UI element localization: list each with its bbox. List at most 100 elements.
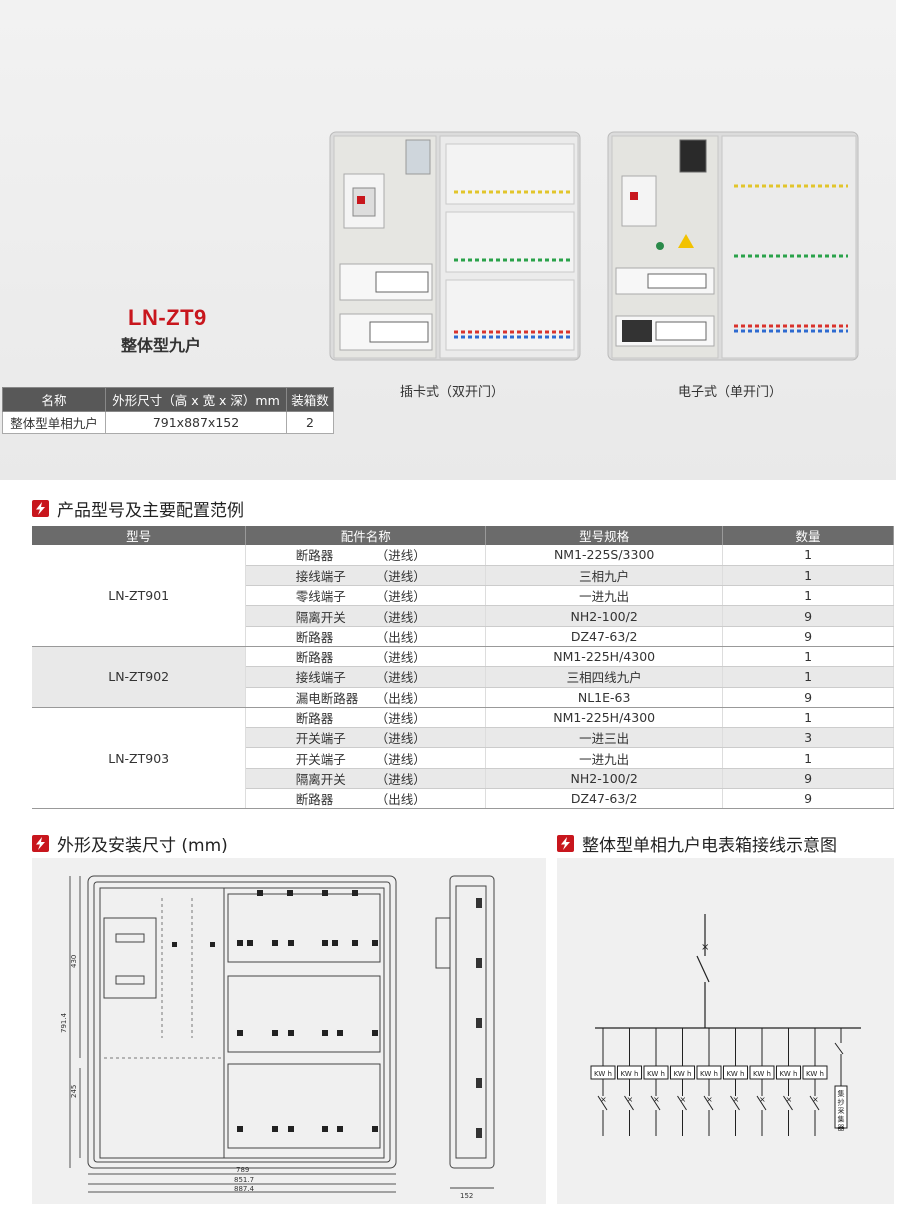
spec-cell: 三相九户 [485,565,724,587]
spec-cell: DZ47-63/2 [485,788,724,810]
spec-cell: 一进九出 [485,747,724,769]
meter-label: KW h [594,1070,612,1078]
part-name: 开关端子 [295,731,346,747]
part-dir: （进线） [375,711,426,727]
part-name: 断路器 [295,711,334,727]
qty-cell: 9 [722,768,894,790]
spec-cell: 三相四线九户 [485,666,724,688]
part-name: 零线端子 [295,589,346,605]
qty-cell: 3 [722,727,894,749]
part-dir: （进线） [375,771,426,787]
collector-label-char: 集 [838,1089,845,1098]
model-subtitle: 整体型九户 [121,336,202,355]
part-dir: （进线） [375,568,426,584]
section-dimensions-heading: 外形及安装尺寸 (mm) [32,831,228,856]
part-dir: （进线） [375,751,426,767]
spec-cell: 2 [286,411,334,434]
collector-box [834,1085,848,1129]
part-name: 隔离开关 [295,771,346,787]
qty-cell: 9 [722,788,894,810]
part-dir: （进线） [375,589,426,605]
qty-cell: 9 [722,687,894,708]
part-dir: （进线） [375,670,426,686]
breaker-mark: × [701,942,709,953]
qty-cell: 9 [722,626,894,647]
qty-cell: 1 [722,545,894,566]
config-header: 数量 [722,526,894,545]
qty-cell: 1 [722,747,894,769]
spec-cell: NL1E-63 [485,687,724,708]
spec-cell: NH2-100/2 [485,768,724,790]
branch-switch [756,1095,767,1111]
breaker-mark: × [653,1095,660,1104]
collector-switch [834,1042,844,1055]
lightning-icon [32,835,49,852]
part-name: 断路器 [295,650,334,666]
model-cell: LN-ZT901 [32,545,247,647]
breaker-mark: × [627,1095,634,1104]
config-header: 型号规格 [485,526,724,545]
wiring-diagram: ×KW h×KW h×KW h×KW h×KW h×KW h×KW h×KW h… [590,914,861,1136]
breaker-mark: × [733,1095,740,1104]
spec-cell: 一进三出 [485,727,724,749]
product-image-single-door [607,131,859,361]
part-name: 开关端子 [295,751,346,767]
qty-cell: 9 [722,605,894,627]
part-name: 漏电断路器 [295,690,359,706]
meter-label: KW h [674,1070,692,1078]
branch-switch [730,1095,740,1111]
spec-cell: NH2-100/2 [485,605,724,627]
model-title: LN-ZT9 [128,305,207,330]
collector-label-char: 抄 [838,1098,845,1107]
dim-depth: 152 [460,1192,473,1200]
section-wiring-heading: 整体型单相九户电表箱接线示意图 [557,831,837,856]
part-dir: （出线） [375,629,426,645]
dim-width-mid: 851.7 [234,1176,254,1184]
dimension-drawing: 430 791.4 245 789 851.7 887.4 152 [60,875,495,1200]
spec-table: 名称 外形尺寸（高 x 宽 x 深）mm 装箱数 整体型单相九户 791x887… [2,387,334,434]
breaker-mark: × [812,1095,819,1104]
part-name: 隔离开关 [295,609,346,625]
breaker-mark: × [600,1095,607,1104]
dim-height-upper: 430 [70,955,78,968]
part-name: 断路器 [295,792,334,808]
part-dir: （出线） [375,792,426,808]
part-name: 断路器 [295,548,334,564]
product-image-dual-door [329,131,581,361]
part-dir: （进线） [375,609,426,625]
breaker-mark: × [706,1095,713,1104]
spec-cell: NM1-225H/4300 [485,707,724,729]
section-config-heading: 产品型号及主要配置范例 [32,496,244,521]
qty-cell: 1 [722,707,894,729]
part-dir: （出线） [375,690,426,706]
meter-label: KW h [647,1070,665,1078]
spec-cell: 791x887x152 [105,411,287,434]
dim-width-total: 887.4 [234,1185,255,1193]
spec-cell: NM1-225S/3300 [485,545,724,566]
part-name: 接线端子 [295,568,346,584]
qty-cell: 1 [722,585,894,607]
meter-label: KW h [621,1070,639,1078]
collector-label-char: 器 [838,1124,845,1132]
spec-cell: 一进九出 [485,585,724,607]
dim-height-total: 791.4 [60,1012,68,1033]
caption-dual-door: 插卡式（双开门） [400,385,505,400]
breaker-mark: × [786,1095,793,1104]
main-switch [696,955,710,983]
branch-switch [809,1095,820,1111]
model-cell: LN-ZT903 [32,707,247,810]
breaker-mark: × [680,1095,687,1104]
meter-label: KW h [753,1070,771,1078]
branch-switch [624,1095,634,1111]
config-table: 型号 配件名称 型号规格 数量 LN-ZT901 断路器（进线） NM1-225… [32,526,894,810]
config-header: 型号 [32,526,247,545]
qty-cell: 1 [722,565,894,587]
spec-cell: NM1-225H/4300 [485,646,724,668]
spec-cell: 整体型单相九户 [2,411,106,434]
branch-switch [677,1095,687,1111]
branch-switch [650,1095,661,1111]
branch-switch [703,1095,714,1111]
part-dir: （进线） [375,650,426,666]
meter-label: KW h [806,1070,824,1078]
meter-label: KW h [780,1070,798,1078]
